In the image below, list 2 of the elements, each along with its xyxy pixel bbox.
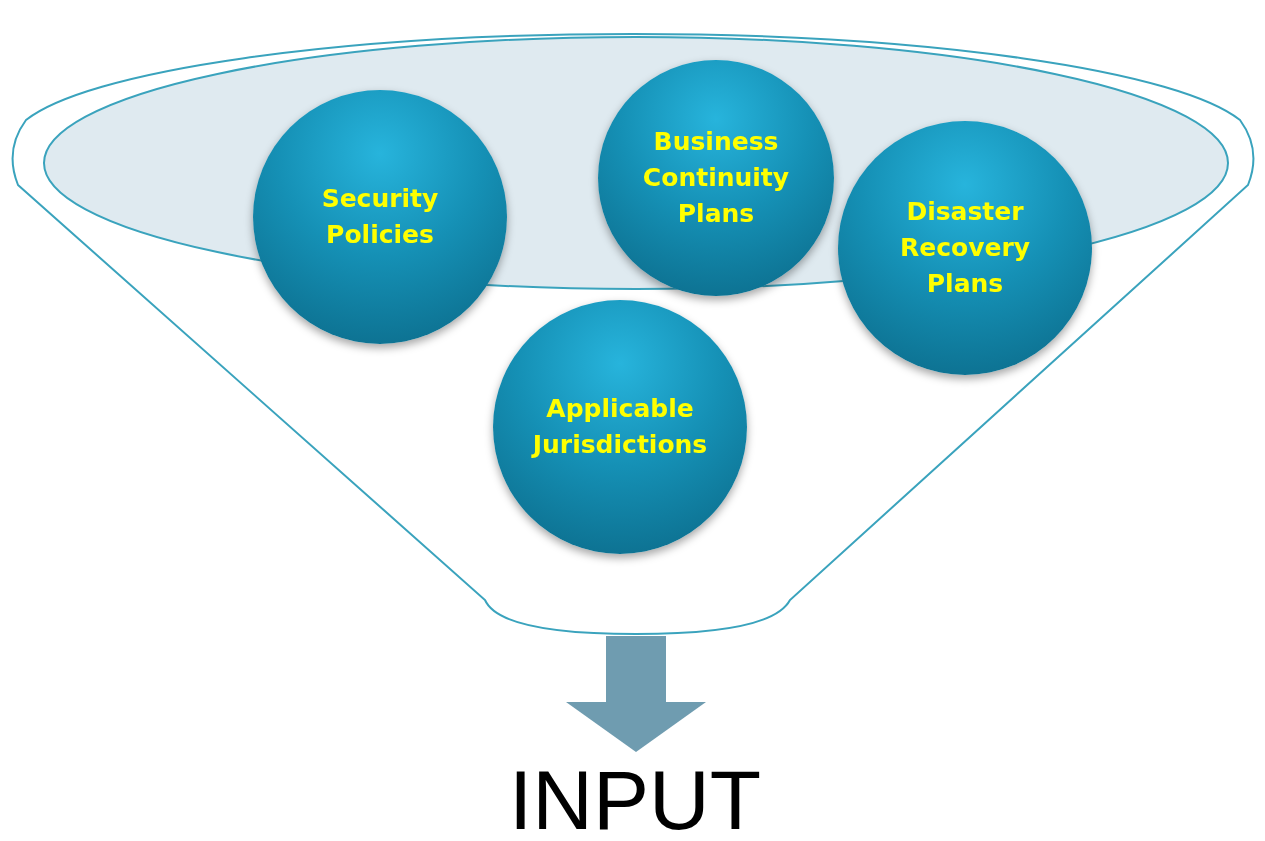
block-arrow (566, 636, 706, 752)
output-label: INPUT (435, 752, 835, 838)
